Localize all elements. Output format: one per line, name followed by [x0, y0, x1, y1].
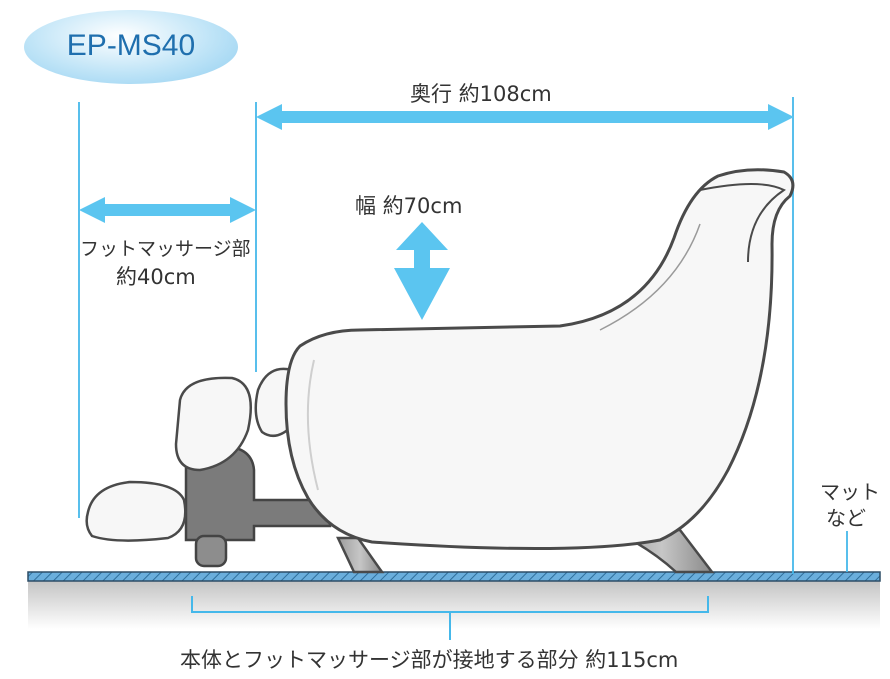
mat-label-line2: など [826, 506, 866, 530]
calf-cushion [254, 367, 294, 438]
footrest-upper-cushion [174, 376, 252, 472]
foot-part-label-line2: 約40cm [116, 265, 196, 289]
guide-lines [78, 97, 848, 574]
footrest-wheel [194, 534, 228, 568]
front-leg [336, 536, 385, 574]
depth-arrow [256, 104, 794, 130]
backrest-edge [699, 183, 786, 263]
model-name: EP-MS40 [66, 29, 196, 62]
depth-label: 奥行 約108cm [410, 82, 552, 106]
footrest-lower-cushion [85, 480, 187, 542]
width-arrow [394, 222, 450, 320]
mat-label-line1: マット [820, 480, 880, 504]
foot-arrow [79, 197, 256, 223]
backrest-seam [599, 223, 701, 331]
floor [28, 581, 880, 629]
mat [27, 571, 881, 582]
model-badge: EP-MS40 [24, 10, 238, 84]
width-label: 幅 約70cm [355, 194, 463, 218]
floor-contact-label: 本体とフットマッサージ部が接地する部分 約115cm [180, 648, 679, 672]
armrest-seam [306, 359, 319, 491]
chair-body [284, 168, 795, 551]
foot-part-label-line1: フットマッサージ部 [80, 238, 251, 260]
